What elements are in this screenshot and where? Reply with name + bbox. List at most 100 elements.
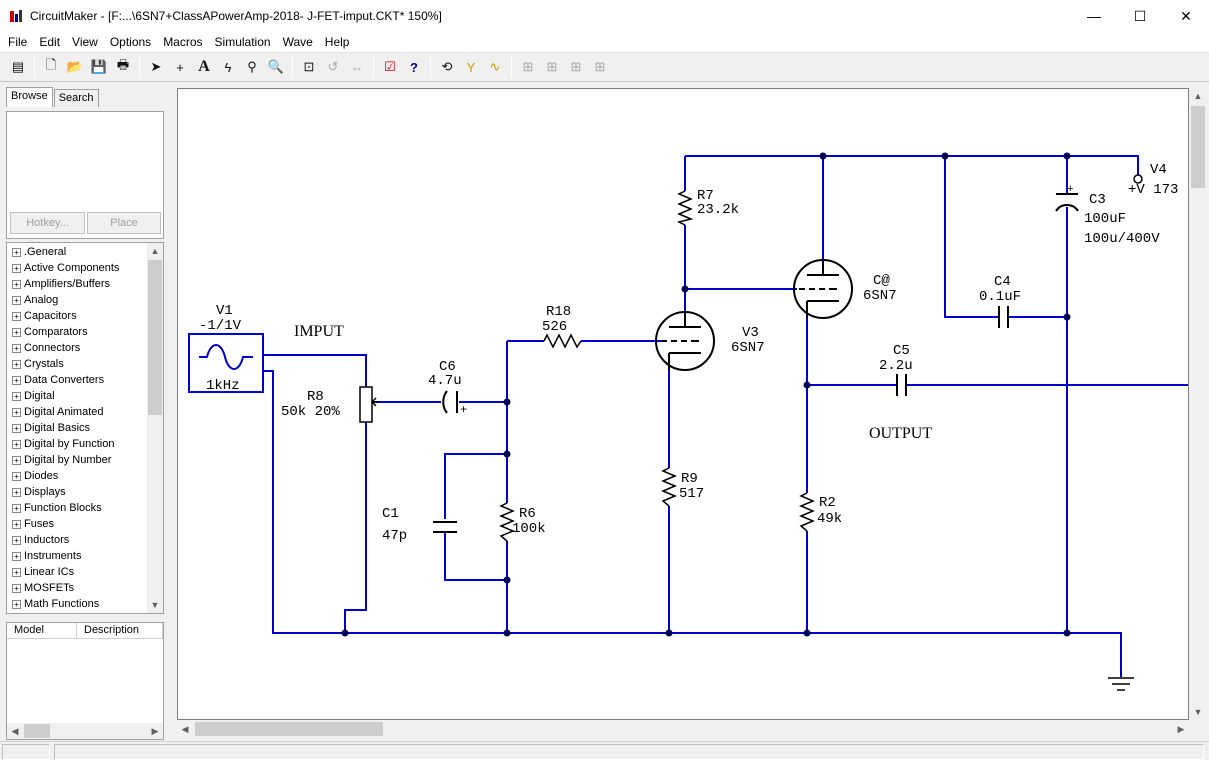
fault-tool-icon[interactable]: ϟ	[224, 59, 232, 75]
reset-icon[interactable]: ⟲	[441, 59, 453, 74]
step-icon[interactable]: Y	[466, 59, 476, 75]
schematic-drawing[interactable]: V1 -1/1V 1kHz IMPUT R8 50k 20% C6 4.7u +…	[178, 89, 1189, 720]
tree-scroll-thumb[interactable]	[148, 260, 162, 415]
tree-item[interactable]: +Digital Basics	[7, 420, 163, 436]
tree-item[interactable]: +Linear ICs	[7, 564, 163, 580]
wire-tool-icon[interactable]: +	[176, 59, 184, 75]
expand-plus-icon[interactable]: +	[12, 535, 21, 545]
mirror-icon[interactable]: ⇔	[350, 59, 364, 75]
menu-help[interactable]: Help	[324, 35, 350, 49]
c5-capacitor[interactable]	[896, 374, 907, 396]
model-header[interactable]: Model	[7, 623, 77, 638]
expand-plus-icon[interactable]: +	[12, 551, 21, 561]
canvas-hscrollbar[interactable]: ◀ ▶	[177, 720, 1189, 738]
c4-capacitor[interactable]	[998, 306, 1009, 328]
expand-plus-icon[interactable]: +	[12, 343, 21, 353]
scope-icon-2[interactable]: ⊞	[546, 59, 558, 74]
expand-plus-icon[interactable]: +	[12, 439, 21, 449]
expand-plus-icon[interactable]: +	[12, 503, 21, 513]
tab-browse[interactable]: Browse	[6, 87, 53, 107]
checklist-icon[interactable]: ☑	[384, 59, 396, 74]
expand-plus-icon[interactable]: +	[12, 263, 21, 273]
expand-plus-icon[interactable]: +	[12, 391, 21, 401]
r7-resistor[interactable]	[676, 190, 694, 226]
model-hscroll-thumb[interactable]	[24, 724, 50, 738]
expand-plus-icon[interactable]: +	[12, 519, 21, 529]
tree-item[interactable]: +Instruments	[7, 548, 163, 564]
scroll-up-icon[interactable]: ▲	[150, 246, 160, 256]
expand-plus-icon[interactable]: +	[12, 487, 21, 497]
tree-item[interactable]: +Fuses	[7, 516, 163, 532]
scope-icon-4[interactable]: ⊞	[594, 59, 606, 74]
tree-item[interactable]: +Digital by Function	[7, 436, 163, 452]
tree-item[interactable]: +Crystals	[7, 356, 163, 372]
expand-plus-icon[interactable]: +	[12, 455, 21, 465]
minimize-button[interactable]: —	[1087, 8, 1101, 24]
canvas-scroll-up-icon[interactable]: ▲	[1193, 91, 1203, 101]
new-file-icon[interactable]: 🗋	[45, 57, 57, 72]
scroll-right-icon[interactable]: ▶	[151, 725, 159, 736]
menu-macros[interactable]: Macros	[163, 35, 203, 49]
hotkey-button[interactable]: Hotkey...	[10, 212, 85, 234]
tree-item[interactable]: +Digital Animated	[7, 404, 163, 420]
tree-item[interactable]: +Function Blocks	[7, 500, 163, 516]
expand-plus-icon[interactable]: +	[12, 471, 21, 481]
tree-scrollbar[interactable]: ▲ ▼	[147, 243, 163, 613]
v1-signal-generator[interactable]	[188, 333, 264, 393]
c3-capacitor[interactable]	[1055, 193, 1079, 212]
close-button[interactable]: ✕	[1180, 7, 1192, 24]
canvas-scroll-right-icon[interactable]: ▶	[1177, 723, 1185, 734]
device-browser-icon[interactable]: ▤	[11, 59, 25, 74]
canvas-scroll-down-icon[interactable]: ▼	[1193, 707, 1203, 717]
open-folder-icon[interactable]: 📂	[66, 59, 84, 74]
c-at-tube[interactable]	[793, 259, 853, 319]
arrow-tool-icon[interactable]: ➤	[150, 59, 162, 74]
expand-plus-icon[interactable]: +	[12, 295, 21, 305]
menu-wave[interactable]: Wave	[282, 35, 313, 49]
menu-options[interactable]: Options	[109, 35, 152, 49]
save-icon[interactable]: 💾	[90, 59, 108, 74]
schematic-canvas[interactable]: V1 -1/1V 1kHz IMPUT R8 50k 20% C6 4.7u +…	[177, 88, 1189, 720]
scroll-down-icon[interactable]: ▼	[150, 600, 160, 610]
menu-file[interactable]: File	[8, 35, 28, 49]
expand-plus-icon[interactable]: +	[12, 327, 21, 337]
scope-icon-3[interactable]: ⊞	[570, 59, 582, 74]
v3-tube[interactable]	[655, 311, 715, 371]
tree-item[interactable]: +Amplifiers/Buffers	[7, 276, 163, 292]
expand-plus-icon[interactable]: +	[12, 423, 21, 433]
description-header[interactable]: Description	[77, 623, 163, 638]
tree-item[interactable]: +Diodes	[7, 468, 163, 484]
c6-capacitor[interactable]	[442, 390, 458, 414]
tab-search[interactable]: Search	[53, 89, 99, 107]
scope-icon-1[interactable]: ⊞	[522, 59, 534, 74]
expand-plus-icon[interactable]: +	[12, 567, 21, 577]
tree-item[interactable]: +Comparators	[7, 324, 163, 340]
maximize-button[interactable]: ☐	[1133, 7, 1147, 24]
tree-item[interactable]: +Capacitors	[7, 308, 163, 324]
model-hscrollbar[interactable]: ◀ ▶	[7, 723, 163, 739]
r9-resistor[interactable]	[661, 467, 677, 507]
place-button[interactable]: Place	[87, 212, 161, 234]
expand-plus-icon[interactable]: +	[12, 247, 21, 257]
menu-edit[interactable]: Edit	[39, 35, 61, 49]
zoom-fit-icon[interactable]: ⊡	[303, 59, 315, 74]
r2-resistor[interactable]	[799, 492, 815, 532]
expand-plus-icon[interactable]: +	[12, 407, 21, 417]
help-icon[interactable]: ?	[410, 59, 418, 75]
canvas-vscrollbar[interactable]: ▲ ▼	[1189, 88, 1207, 720]
menu-simulation[interactable]: Simulation	[214, 35, 271, 49]
tree-item[interactable]: +Digital	[7, 388, 163, 404]
rotate-icon[interactable]: ↺	[327, 59, 339, 74]
text-tool-icon[interactable]: A	[198, 58, 210, 75]
tree-item[interactable]: +Connectors	[7, 340, 163, 356]
canvas-scroll-left-icon[interactable]: ◀	[181, 723, 189, 734]
print-icon[interactable]: 🖶	[116, 57, 130, 72]
tree-item[interactable]: +Active Components	[7, 260, 163, 276]
expand-plus-icon[interactable]: +	[12, 311, 21, 321]
tree-item[interactable]: +Math Functions	[7, 596, 163, 612]
scroll-left-icon[interactable]: ◀	[11, 725, 19, 736]
expand-plus-icon[interactable]: +	[12, 375, 21, 385]
expand-plus-icon[interactable]: +	[12, 279, 21, 289]
r18-resistor[interactable]	[543, 333, 582, 349]
tree-item[interactable]: +Inductors	[7, 532, 163, 548]
